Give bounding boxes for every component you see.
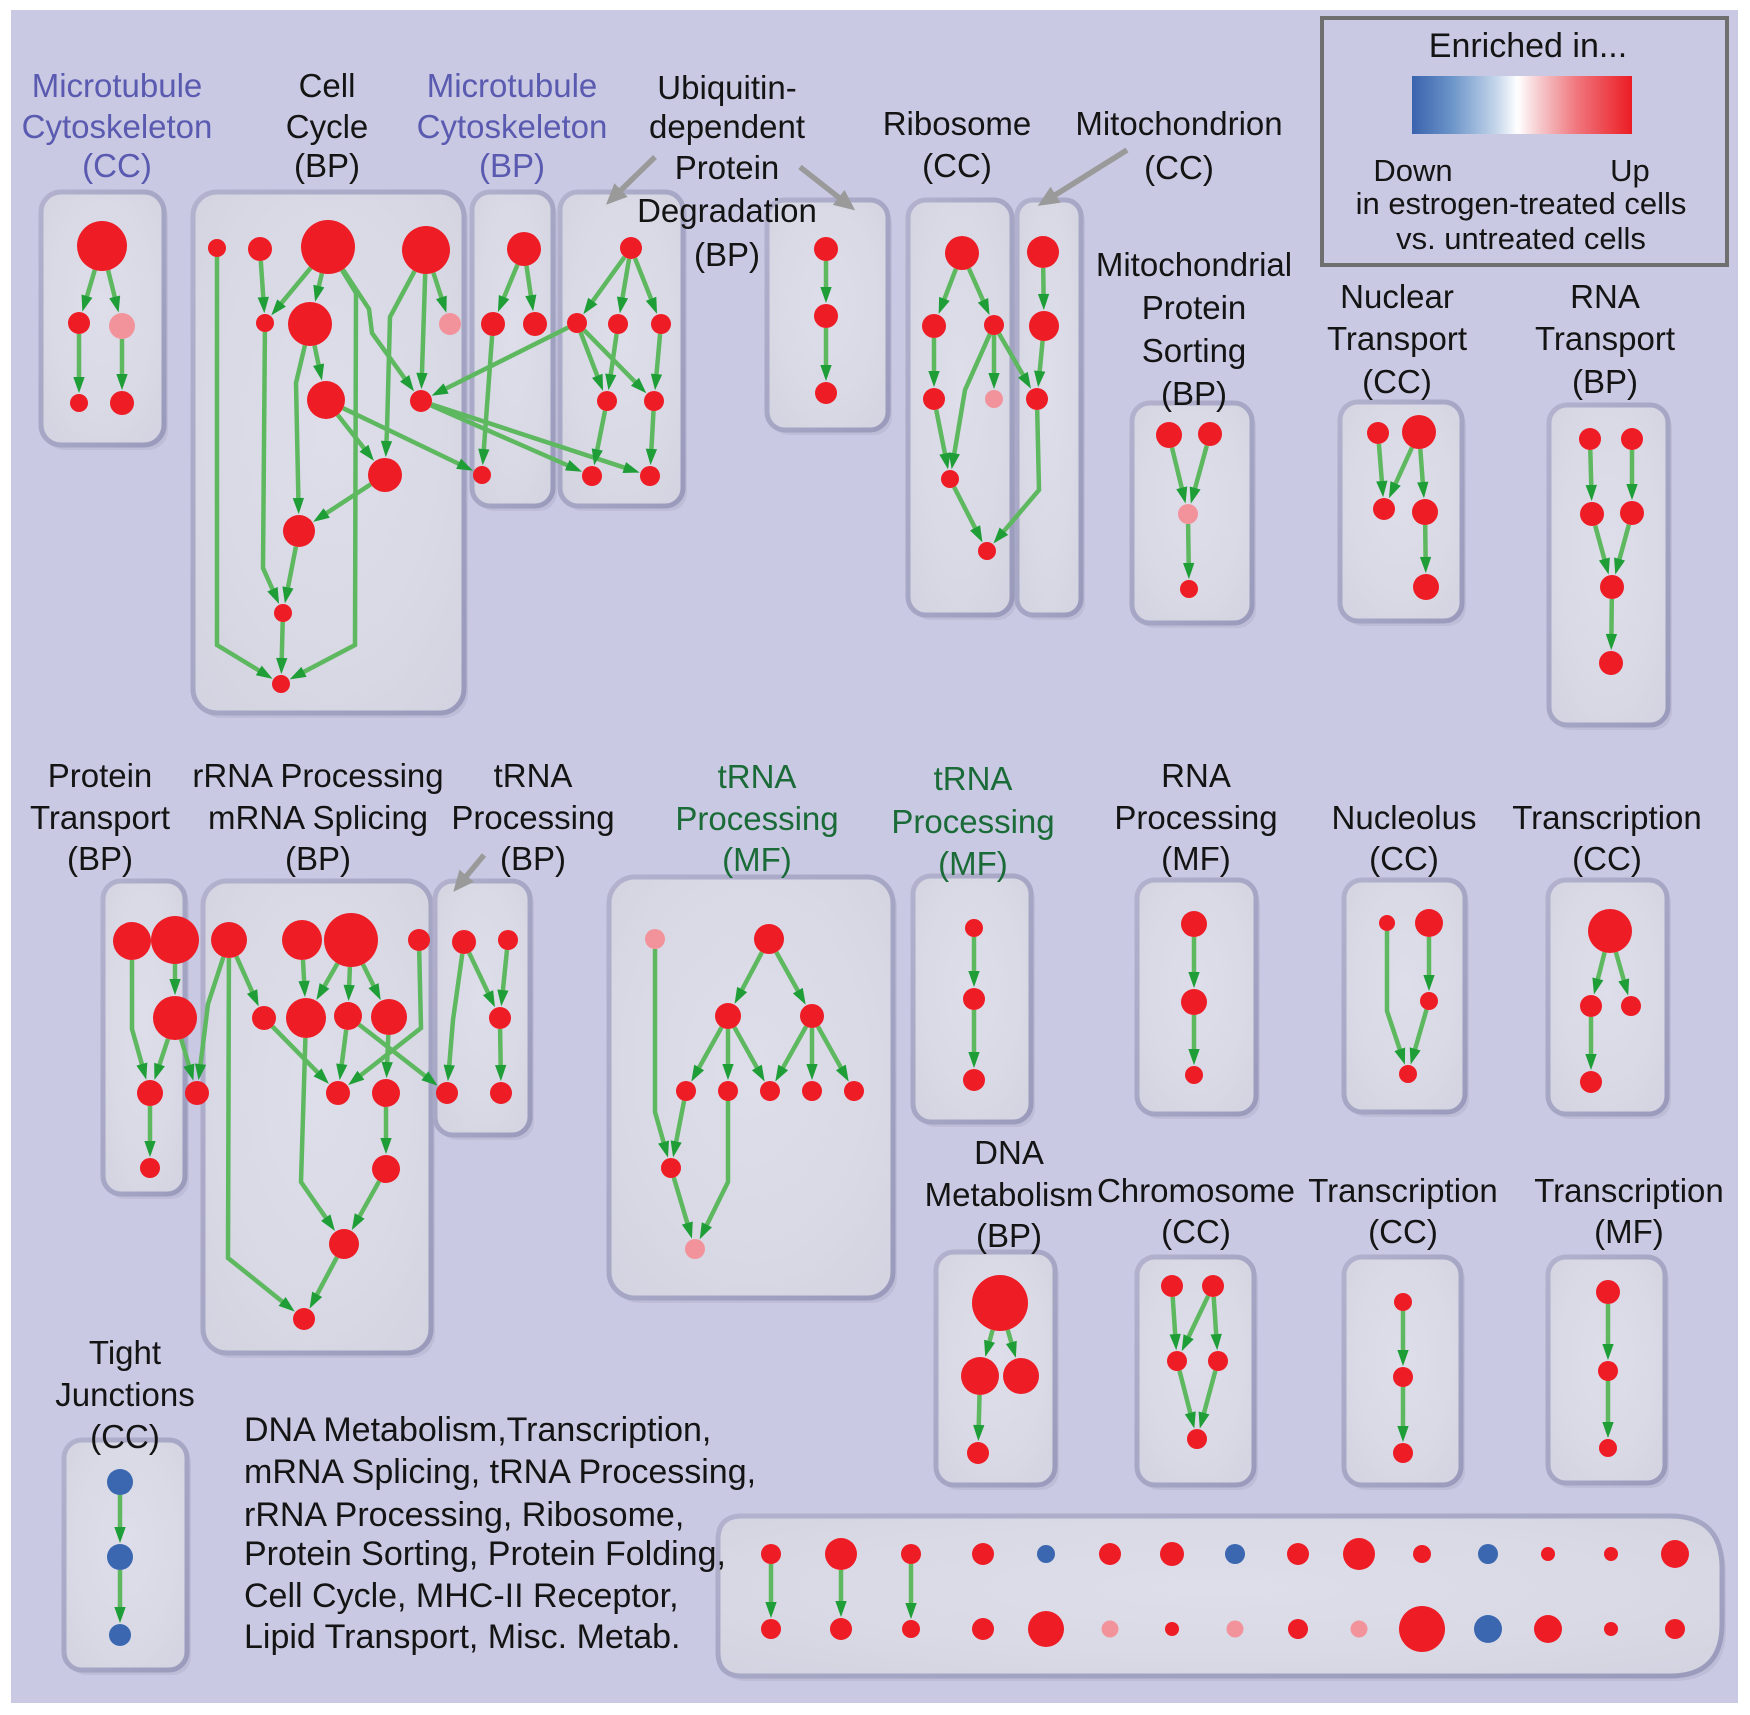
svg-text:mRNA Splicing, tRNA Processing: mRNA Splicing, tRNA Processing,	[244, 1453, 756, 1491]
svg-text:Nucleolus: Nucleolus	[1332, 799, 1477, 836]
svg-text:Chromosome: Chromosome	[1097, 1172, 1295, 1209]
svg-text:(BP): (BP)	[479, 147, 545, 184]
svg-text:Processing: Processing	[451, 799, 614, 836]
svg-text:(BP): (BP)	[67, 840, 133, 877]
svg-text:tRNA: tRNA	[934, 760, 1013, 797]
svg-text:Transcription: Transcription	[1308, 1172, 1498, 1209]
svg-text:(CC): (CC)	[1369, 840, 1439, 877]
svg-text:RNA: RNA	[1161, 757, 1231, 794]
svg-text:Transport: Transport	[1535, 320, 1675, 357]
svg-text:Up: Up	[1610, 153, 1650, 188]
svg-text:Processing: Processing	[675, 800, 838, 837]
svg-text:Transport: Transport	[30, 799, 170, 836]
svg-text:(CC): (CC)	[1572, 840, 1642, 877]
svg-text:Protein: Protein	[675, 149, 780, 186]
svg-text:(CC): (CC)	[1161, 1213, 1231, 1250]
svg-text:mRNA Splicing: mRNA Splicing	[208, 799, 428, 836]
svg-text:Processing: Processing	[891, 803, 1054, 840]
svg-text:(MF): (MF)	[1594, 1213, 1664, 1250]
svg-text:(BP): (BP)	[1572, 363, 1638, 400]
svg-text:(BP): (BP)	[285, 840, 351, 877]
svg-text:(MF): (MF)	[938, 845, 1008, 882]
svg-text:Cell: Cell	[299, 67, 356, 104]
svg-text:Ubiquitin-: Ubiquitin-	[657, 69, 796, 106]
svg-text:Cell Cycle, MHC-II Receptor,: Cell Cycle, MHC-II Receptor,	[244, 1577, 679, 1615]
svg-text:Tight: Tight	[89, 1334, 161, 1371]
svg-text:Protein: Protein	[1142, 289, 1247, 326]
svg-text:(CC): (CC)	[90, 1418, 160, 1455]
svg-text:(BP): (BP)	[294, 147, 360, 184]
svg-text:Cytoskeleton: Cytoskeleton	[22, 108, 213, 145]
svg-text:Transcription: Transcription	[1534, 1172, 1724, 1209]
svg-text:(MF): (MF)	[1161, 840, 1231, 877]
svg-text:in estrogen-treated cells: in estrogen-treated cells	[1356, 186, 1687, 221]
svg-text:RNA: RNA	[1570, 278, 1640, 315]
svg-text:dependent: dependent	[649, 108, 805, 145]
svg-text:Cytoskeleton: Cytoskeleton	[417, 108, 608, 145]
svg-text:Sorting: Sorting	[1142, 332, 1247, 369]
svg-text:Junctions: Junctions	[55, 1376, 194, 1413]
svg-text:tRNA: tRNA	[718, 758, 797, 795]
svg-text:Cycle: Cycle	[286, 108, 369, 145]
svg-text:Degradation: Degradation	[637, 192, 817, 229]
svg-text:Transport: Transport	[1327, 320, 1467, 357]
svg-text:Mitochondrial: Mitochondrial	[1096, 246, 1292, 283]
svg-text:Enriched in...: Enriched in...	[1429, 27, 1627, 65]
svg-text:Lipid Transport, Misc. Metab.: Lipid Transport, Misc. Metab.	[244, 1618, 681, 1656]
svg-text:Transcription: Transcription	[1512, 799, 1702, 836]
svg-text:rRNA Processing, Ribosome,: rRNA Processing, Ribosome,	[244, 1496, 684, 1534]
svg-text:Nuclear: Nuclear	[1340, 278, 1454, 315]
svg-text:(BP): (BP)	[500, 840, 566, 877]
svg-text:Mitochondrion: Mitochondrion	[1075, 105, 1282, 142]
svg-text:Down: Down	[1373, 153, 1452, 188]
svg-text:tRNA: tRNA	[494, 757, 573, 794]
svg-text:DNA: DNA	[974, 1134, 1044, 1171]
svg-text:(MF): (MF)	[722, 841, 792, 878]
svg-text:(BP): (BP)	[694, 236, 760, 273]
svg-text:Protein: Protein	[48, 757, 153, 794]
svg-text:Microtubule: Microtubule	[427, 67, 598, 104]
svg-text:(BP): (BP)	[1161, 375, 1227, 412]
svg-text:Microtubule: Microtubule	[32, 67, 203, 104]
svg-text:(CC): (CC)	[922, 147, 992, 184]
svg-text:vs. untreated cells: vs. untreated cells	[1396, 221, 1646, 256]
svg-text:Processing: Processing	[1114, 799, 1277, 836]
svg-text:rRNA Processing: rRNA Processing	[192, 757, 443, 794]
svg-text:Ribosome: Ribosome	[883, 105, 1032, 142]
svg-text:Metabolism: Metabolism	[925, 1176, 1094, 1213]
svg-text:(BP): (BP)	[976, 1217, 1042, 1254]
svg-text:(CC): (CC)	[82, 147, 152, 184]
svg-text:(CC): (CC)	[1368, 1213, 1438, 1250]
svg-text:(CC): (CC)	[1362, 363, 1432, 400]
svg-text:DNA Metabolism,Transcription,: DNA Metabolism,Transcription,	[244, 1411, 711, 1449]
svg-text:(CC): (CC)	[1144, 149, 1214, 186]
svg-text:Protein Sorting, Protein Foldi: Protein Sorting, Protein Folding,	[244, 1535, 726, 1573]
